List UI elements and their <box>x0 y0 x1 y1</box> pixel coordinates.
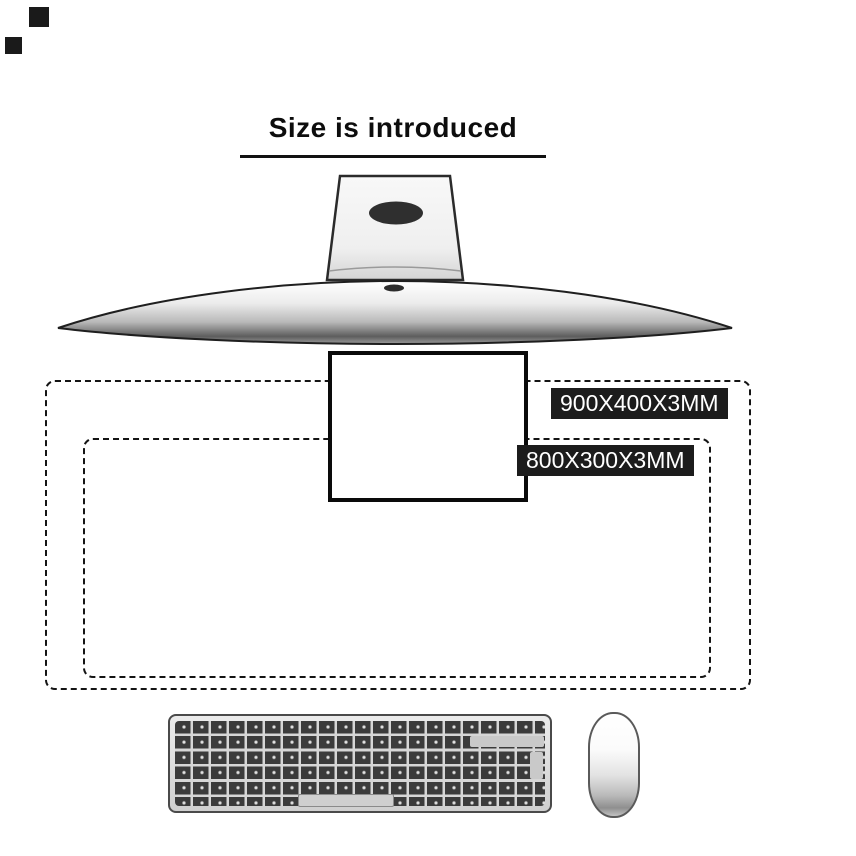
title-underline <box>240 155 546 158</box>
size-label-inner: 800X300X3MM <box>517 445 694 476</box>
stand-hole <box>369 201 423 225</box>
monitor-base <box>57 279 733 346</box>
base-logo-mark <box>384 284 404 292</box>
spacebar-key <box>298 794 394 807</box>
numpad-light-key <box>530 752 543 779</box>
size-reference-box <box>328 351 528 502</box>
monitor-stand <box>325 174 465 282</box>
numpad-light-keys <box>470 736 544 747</box>
magic-mouse-icon <box>588 712 640 818</box>
keyboard-icon <box>168 714 552 813</box>
imac-monitor-stand-icon <box>57 174 733 346</box>
page-title: Size is introduced <box>268 112 518 143</box>
stand-hinge-line <box>328 266 462 272</box>
dark-square-mark <box>29 7 49 27</box>
dark-square-mark <box>5 37 22 54</box>
size-label-outer: 900X400X3MM <box>551 388 728 419</box>
keyboard-keys <box>175 721 545 806</box>
